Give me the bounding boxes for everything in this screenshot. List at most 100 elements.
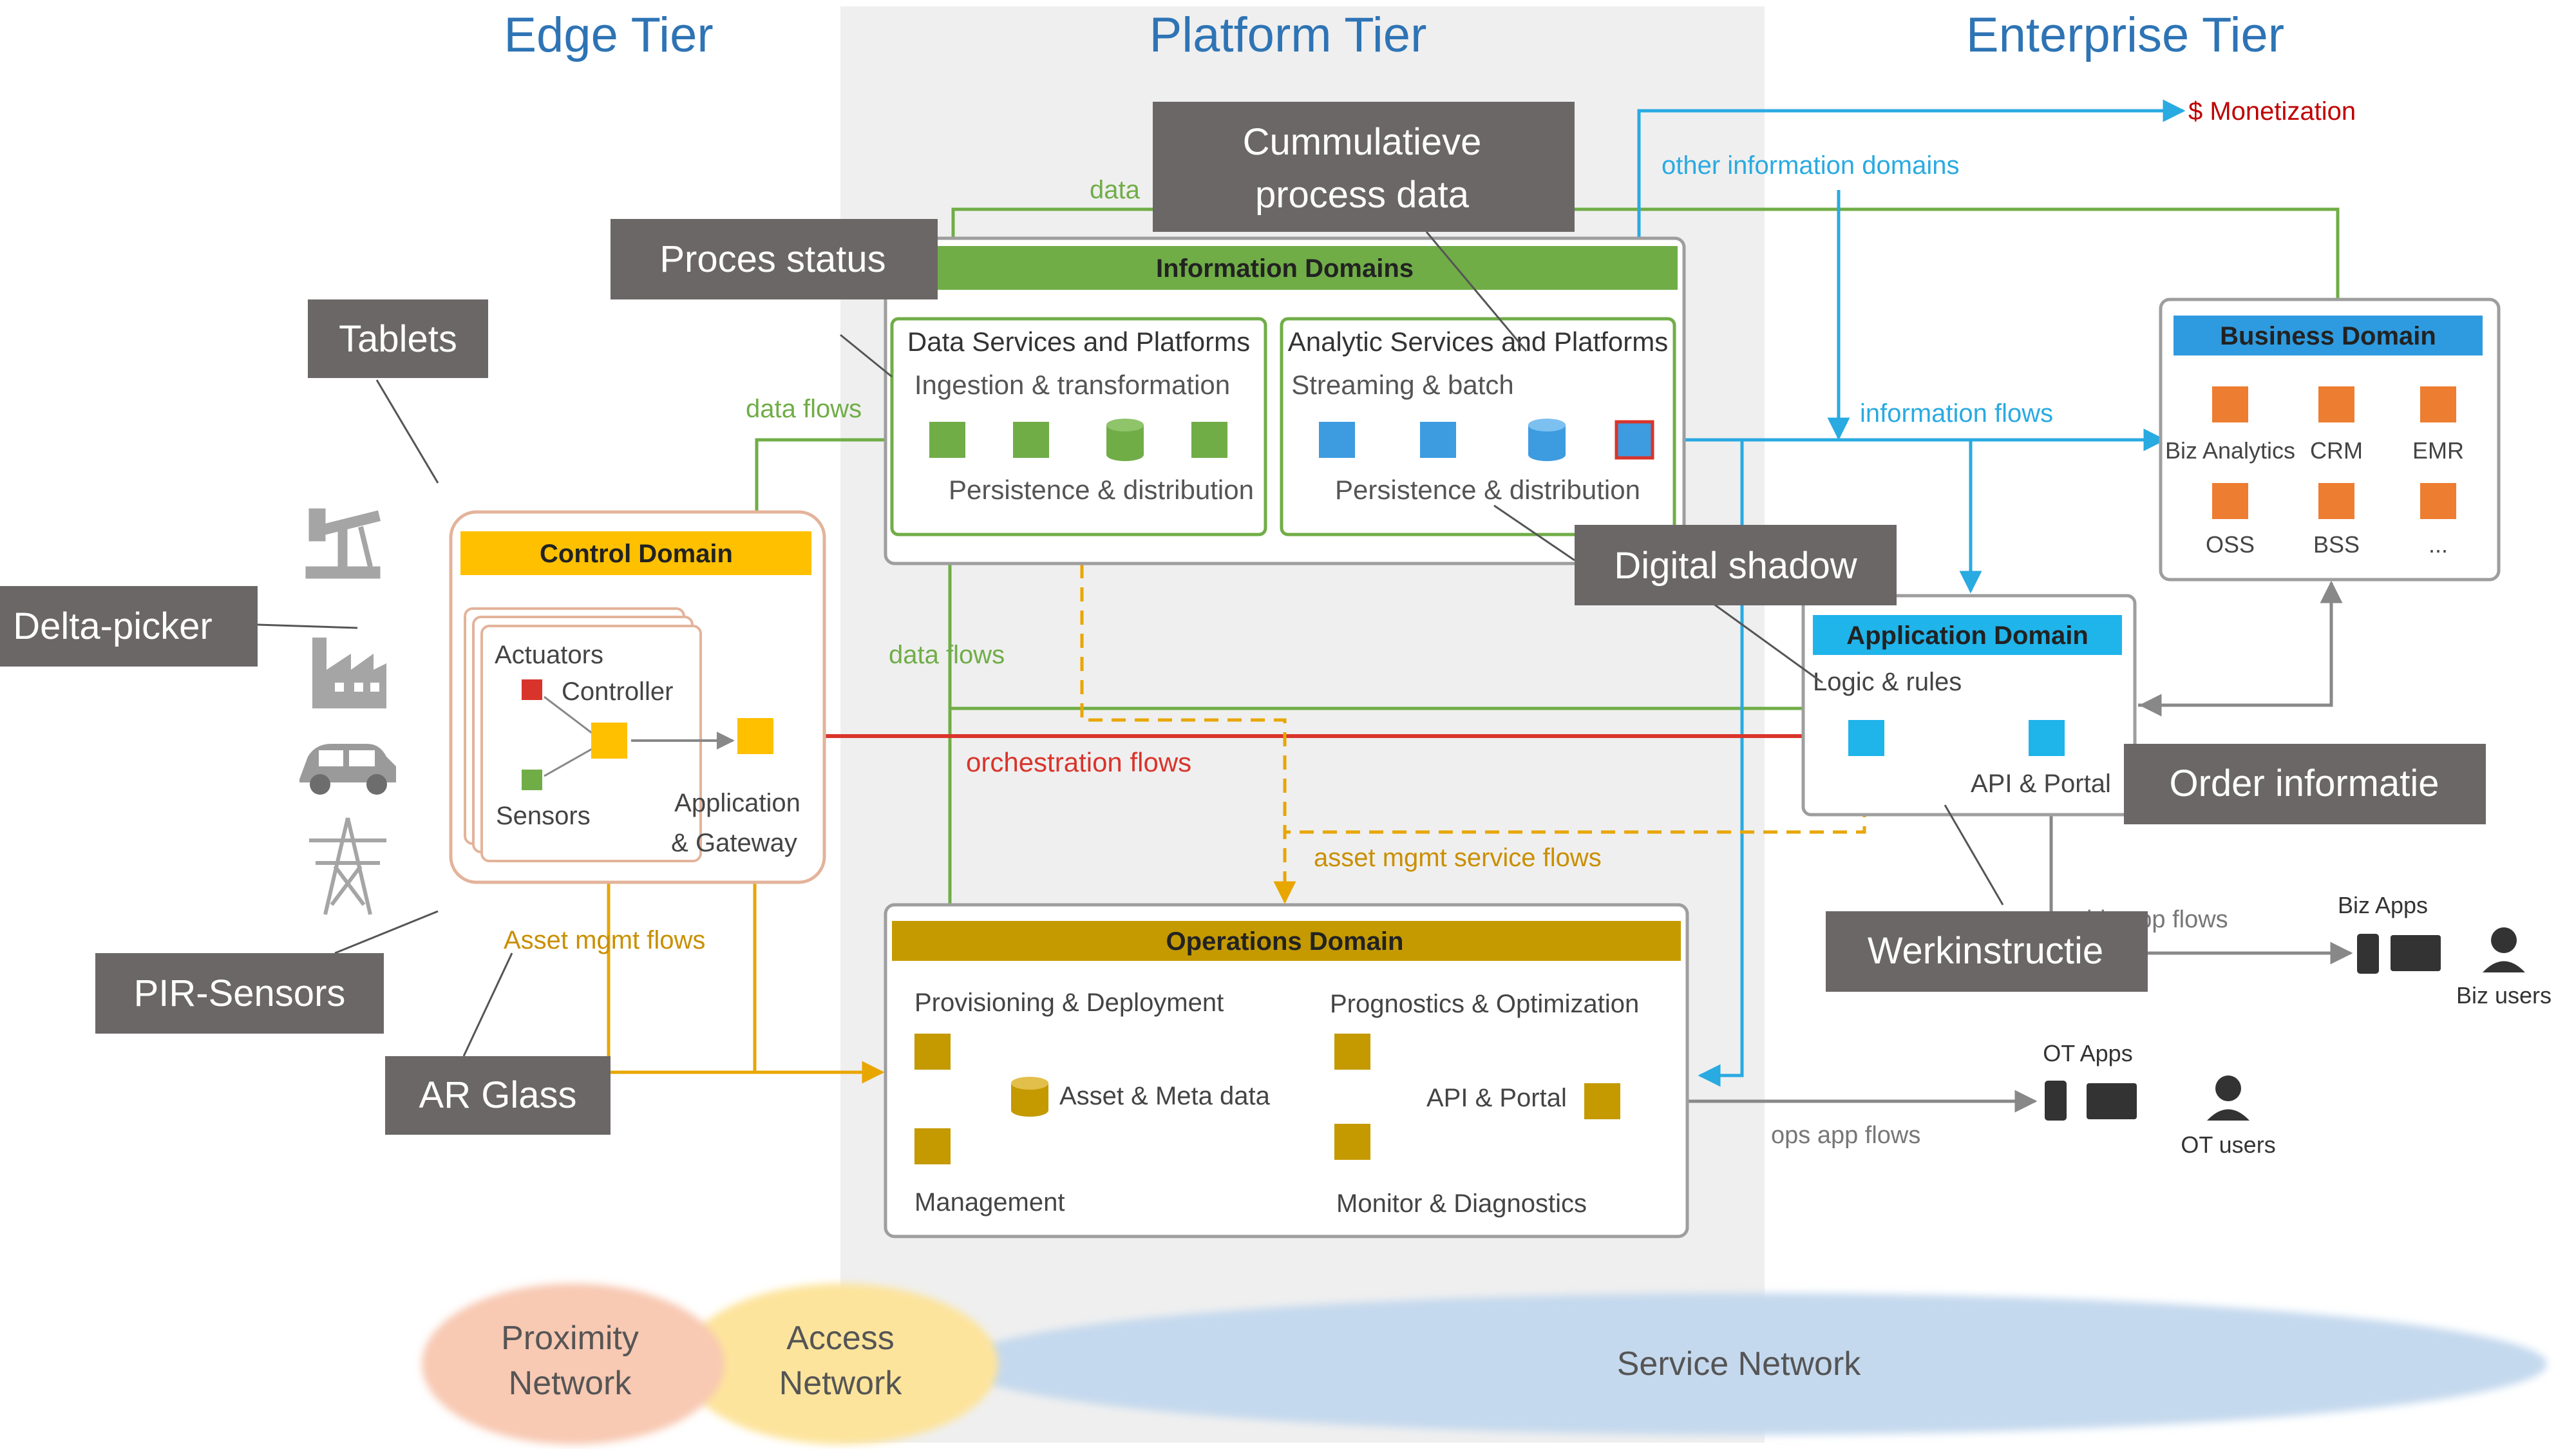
service-network-ellipse (956, 1293, 2547, 1435)
information-domains-title: Information Domains (1156, 254, 1414, 283)
controller-link-s (544, 744, 598, 777)
asset-service-label: asset mgmt service flows (1314, 844, 1602, 872)
data-services-box (890, 317, 1267, 536)
biz-apps-group: Biz Apps Biz users (2338, 892, 2552, 1009)
proces-status-callout (611, 219, 938, 299)
gateway-node (737, 718, 773, 754)
prognostics-label: Prognostics & Optimization (1330, 990, 1639, 1018)
operations-domain-header (892, 921, 1681, 961)
cumulative-callout-text-2: process data (1255, 174, 1470, 216)
emr-node (2420, 386, 2456, 422)
provisioning-label: Provisioning & Deployment (914, 989, 1224, 1017)
data-node-3 (1191, 422, 1227, 458)
digital-shadow-leader (1493, 504, 1575, 562)
pir-sensors-leader (334, 910, 439, 954)
emr-label: EMR (2412, 437, 2464, 464)
werkinstructie-callout-text: Werkinstructie (1868, 930, 2103, 972)
cumulative-leader (1425, 231, 1528, 352)
ot-apps-label: OT Apps (2043, 1040, 2132, 1066)
business-domain-title: Business Domain (2220, 322, 2436, 350)
actuators-label: Actuators (495, 641, 603, 669)
analytic-node-2 (1420, 422, 1456, 458)
ar-glass-callout (385, 1056, 611, 1135)
oss-label: OSS (2206, 531, 2255, 558)
data-store-blue (1528, 419, 1566, 461)
monitor-label: Monitor & Diagnostics (1336, 1189, 1587, 1218)
oil-pump-icon (305, 508, 381, 579)
digital-shadow-leader-2 (1706, 598, 1823, 684)
service-network-label: Service Network (1617, 1345, 1862, 1383)
ar-glass-callout-text: AR Glass (419, 1074, 577, 1116)
actuator-icon (522, 679, 542, 700)
app-api-node (2029, 720, 2065, 756)
information-flows-label: information flows (1860, 399, 2053, 428)
logic-node (1848, 720, 1884, 756)
biz-users-label: Biz users (2456, 982, 2552, 1009)
other-label: ... (2429, 531, 2448, 558)
proximity-network-label-1: Proximity (501, 1320, 639, 1357)
data-persistence-label: Persistence & distribution (949, 475, 1254, 505)
tablet-icon (2357, 934, 2379, 974)
asset-meta-store (1011, 1077, 1048, 1117)
logic-rules-label: Logic & rules (1813, 668, 1962, 696)
info-to-ops-line (1698, 440, 1744, 1087)
werkinstructie-leader (1944, 804, 2004, 905)
tablets-leader (375, 379, 439, 484)
ot-apps-group: OT Apps OT users (2043, 1040, 2275, 1158)
ops-api-node (1584, 1083, 1620, 1119)
sensor-icon (522, 770, 542, 790)
controller-label: Controller (562, 677, 673, 706)
asset-meta-label: Asset & Meta data (1059, 1082, 1271, 1110)
application-domain-header (1813, 615, 2122, 655)
tablets-callout-text: Tablets (339, 318, 457, 360)
analytic-services-box (1280, 317, 1676, 536)
access-network-ellipse (683, 1283, 998, 1444)
access-network-label-1: Access (786, 1320, 895, 1357)
ops-api-label: API & Portal (1426, 1084, 1567, 1112)
monitor-icon (2391, 935, 2441, 971)
ot-users-label: OT users (2181, 1132, 2275, 1158)
asset-service-dashed-1 (1080, 541, 1296, 904)
edge-tier-title: Edge Tier (504, 8, 713, 62)
user-icon (2207, 1075, 2249, 1121)
ingestion-label: Ingestion & transformation (914, 370, 1230, 400)
streaming-label: Streaming & batch (1291, 370, 1514, 400)
other-info-label: other information domains (1662, 151, 1959, 180)
user-icon (2483, 927, 2525, 972)
data-node-2 (1013, 422, 1049, 458)
tablets-callout (308, 299, 488, 378)
control-domain-header (460, 531, 811, 575)
crm-node (2318, 386, 2354, 422)
oss-node (2212, 483, 2248, 519)
digital-shadow-callout-text: Digital shadow (1614, 545, 1857, 587)
other-node (2420, 483, 2456, 519)
analytic-services-title: Analytic Services and Platforms (1288, 327, 1669, 357)
delta-picker-callout (0, 586, 258, 667)
order-info-callout-text: Order informatie (2169, 762, 2439, 804)
proximity-network-label-2: Network (509, 1365, 632, 1402)
digital-shadow-node (1615, 420, 1654, 460)
data-services-title: Data Services and Platforms (907, 327, 1250, 357)
bss-node (2318, 483, 2354, 519)
data-top-label: data (1090, 176, 1141, 204)
application-domain-title: Application Domain (1846, 621, 2088, 650)
enterprise-tier-title: Enterprise Tier (1966, 8, 2284, 62)
operations-domain-box (884, 903, 1689, 1238)
gateway-label-1: Application (674, 789, 800, 817)
digital-shadow-callout (1575, 525, 1897, 605)
pir-sensors-callout (95, 953, 384, 1034)
gateway-label-2: & Gateway (671, 829, 797, 857)
pir-sensors-callout-text: PIR-Sensors (134, 972, 346, 1014)
app-api-label: API & Portal (1971, 770, 2111, 798)
tablet-icon (2045, 1081, 2067, 1121)
business-domain-header (2174, 316, 2483, 355)
data-flows-label-1: data flows (746, 395, 862, 423)
management-label: Management (914, 1188, 1065, 1217)
control-domain-title: Control Domain (540, 540, 733, 568)
werkinstructie-callout (1826, 911, 2148, 992)
car-icon (299, 744, 396, 795)
proces-status-leader (840, 334, 893, 378)
data-node-1 (929, 422, 965, 458)
monitor-icon (2087, 1083, 2137, 1119)
